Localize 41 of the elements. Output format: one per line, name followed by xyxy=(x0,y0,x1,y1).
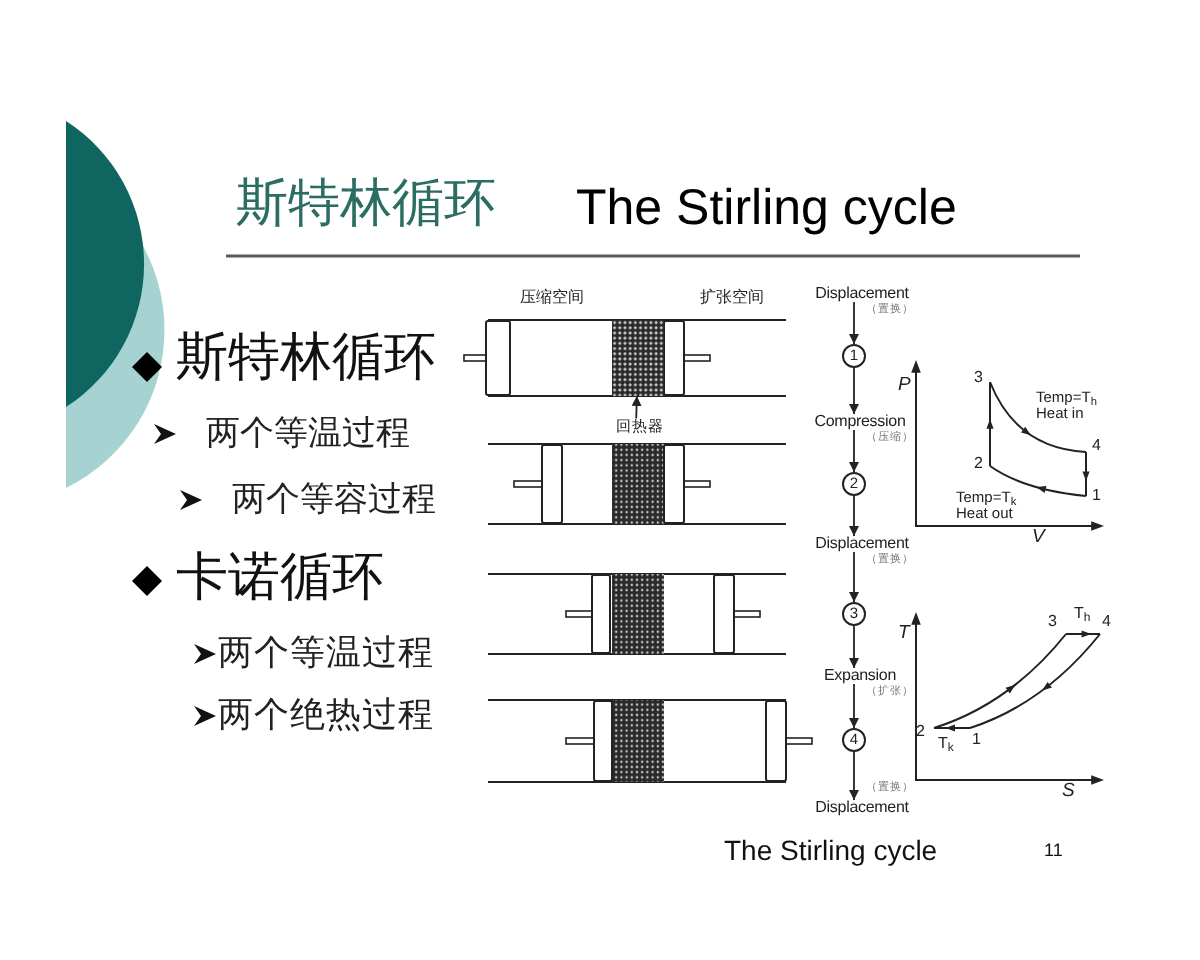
stage-label: Displacement xyxy=(815,536,909,552)
figure-caption: The Stirling cycle xyxy=(724,836,938,864)
stage-label: Expansion xyxy=(824,668,896,684)
axis-label: P xyxy=(898,376,911,395)
point-label: 1 xyxy=(972,732,981,748)
bullet-item: 卡诺循环 xyxy=(176,552,384,604)
point-label: 1 xyxy=(1092,488,1101,504)
bullet-item: 斯特林循环 xyxy=(176,332,436,384)
bullet-item: 两个等温过程 xyxy=(218,636,434,671)
temperature-label: T$_{k}$ xyxy=(938,736,954,752)
arrow xyxy=(849,625,859,669)
temperature-label: T$_{h}$ xyxy=(1074,606,1091,622)
point-label: 2 xyxy=(916,724,925,740)
part-label: 压缩空间 xyxy=(520,290,584,306)
axis-label: V xyxy=(1032,528,1045,547)
arrow xyxy=(849,751,859,801)
axis-label: S xyxy=(1062,782,1075,801)
leader-arrow xyxy=(631,395,642,420)
point-label: 4 xyxy=(1092,438,1101,454)
point-label: 3 xyxy=(1048,614,1057,630)
point-label: 3 xyxy=(974,370,983,386)
page-number: 11 xyxy=(1044,842,1063,860)
regenerator-block xyxy=(612,320,664,396)
part-label: 扩张空间 xyxy=(700,290,764,306)
point-label: 2 xyxy=(974,456,983,472)
bullet-item: 两个绝热过程 xyxy=(218,698,434,733)
bullet-item: 两个等温过程 xyxy=(206,416,410,450)
arrow xyxy=(849,429,859,473)
arrow xyxy=(849,683,859,729)
stage-label: Compression xyxy=(814,414,906,430)
arrow xyxy=(849,495,859,537)
stage-label: Displacement xyxy=(815,800,909,816)
point-label: 4 xyxy=(1102,614,1111,630)
arrow xyxy=(849,367,859,415)
bullet-item: 两个等容过程 xyxy=(232,482,436,516)
arrow xyxy=(849,551,859,603)
stage-label: Displacement xyxy=(815,286,909,302)
heading-text: The Stirling cycle xyxy=(576,184,957,234)
arrow xyxy=(849,301,859,345)
axis-label: T xyxy=(898,624,910,643)
slide-title: 斯特林循环 xyxy=(236,178,496,230)
